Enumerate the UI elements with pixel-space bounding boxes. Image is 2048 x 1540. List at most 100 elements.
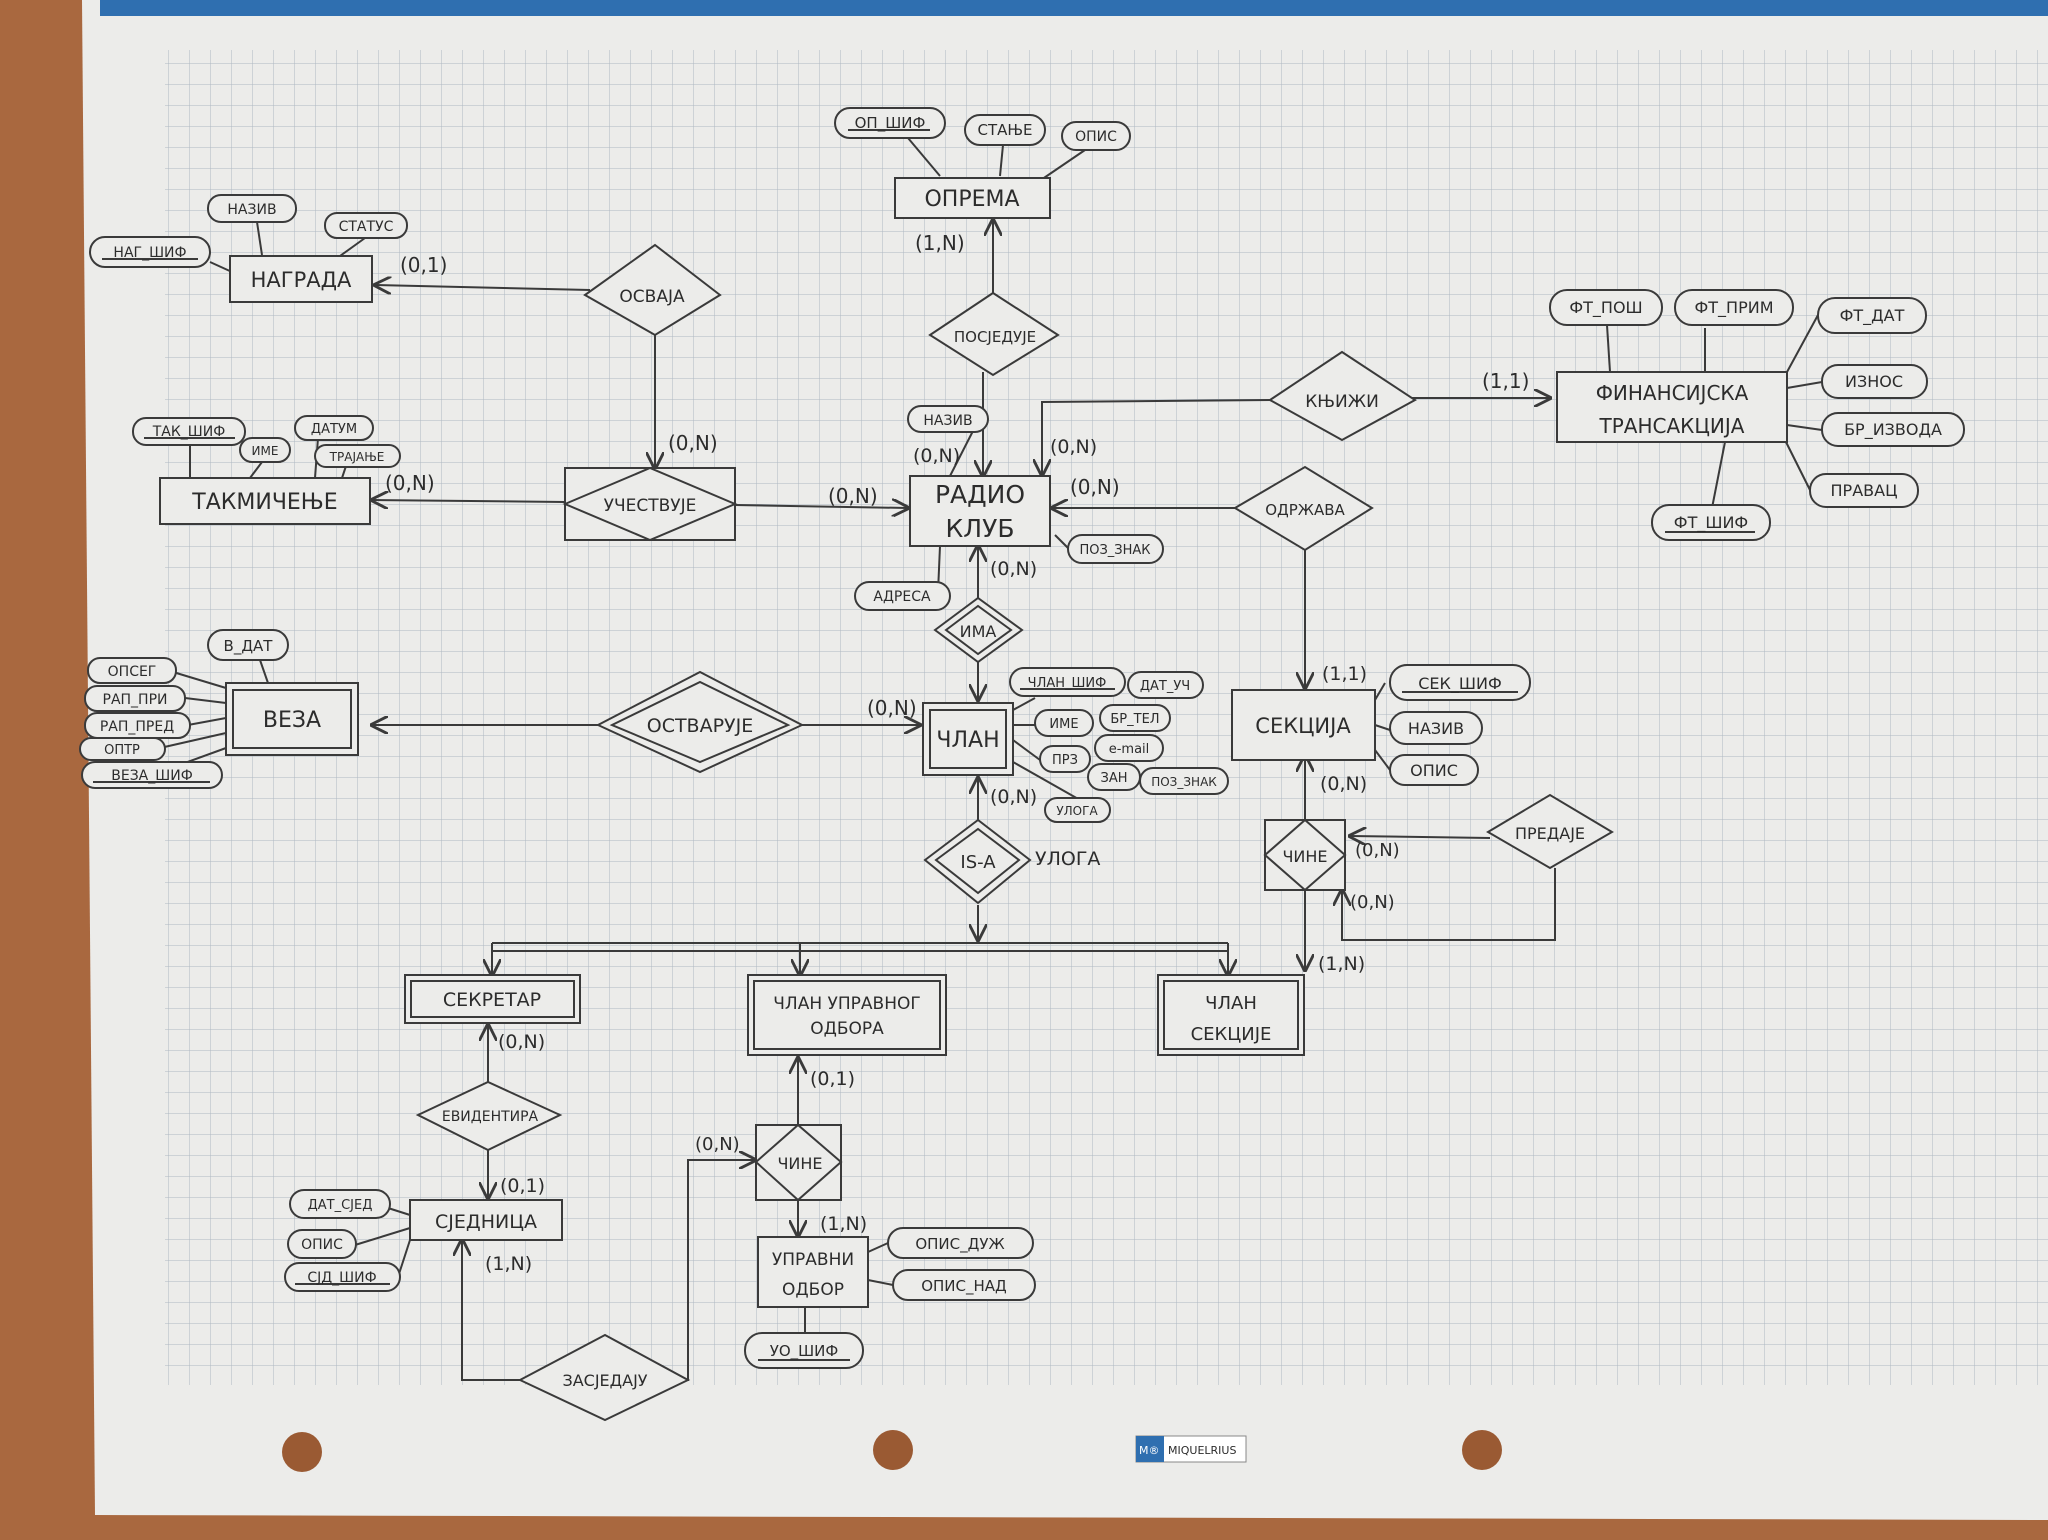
attr-link [339,237,366,257]
attr-link [1374,749,1391,771]
attr-trajanje [314,444,401,468]
attr-veza-sif-label: ВЕЗА_ШИФ [111,768,193,784]
rel-ima-label: ИМА [960,622,997,641]
attr-link [867,1242,889,1253]
entity-oprema [894,177,1051,219]
entity-sednica [409,1199,563,1241]
attr-v-dat [207,629,289,661]
entity-upravni-odbor [757,1236,869,1308]
attr-naziv-sekcija-label: НАЗИВ [1408,719,1464,738]
attr-poz-znak-clan-label: ПОЗ_ЗНАК [1151,775,1217,789]
entity-sekretar-inner [410,980,575,1018]
entity-clan-sekcije [1157,974,1305,1056]
attr-opis-sed [287,1229,357,1259]
attr-datum-label: ДАТУМ [311,422,357,437]
attr-op-sif-label: ОП_ШИФ [855,114,926,133]
edge-osvaja-nagrada [375,285,591,290]
rel-evidentira-label: ЕВИДЕНТИРА [442,1109,539,1125]
attr-link [867,1279,894,1286]
attr-dat-uc-label: ДАТ_УЧ [1140,679,1190,694]
rel-knjizi-label: КЊИЖИ [1305,392,1379,412]
attr-pravac-label: ПРАВАЦ [1831,481,1898,500]
card-clan-ostvaruje: (0,N) [867,696,917,720]
attr-link [172,671,227,689]
entity-clan-sekcije-inner [1163,980,1299,1050]
rel-ucestvuje-box [564,467,736,541]
attr-pravac [1809,473,1919,508]
rel-ima-inner [944,604,1013,656]
attr-email-label: e-mail [1109,742,1150,757]
edge-zased-sednica [462,1240,528,1381]
entity-clan-uo [747,974,947,1056]
card-klub-poseduje: (0,N) [913,445,960,467]
card-oprema-poseduje: (1,N) [915,231,965,255]
entity-sednica-label: СЈЕДНИЦА [435,1211,537,1233]
attr-clan-sif-label: ЧЛАН_ШИФ [1028,676,1107,691]
card-clan-isa: (0,N) [990,786,1037,808]
card-finansijska-knjizi: (1,1) [1482,369,1529,393]
punch-hole [873,1430,913,1470]
attr-sed-sif-label: СЈД_ШИФ [307,1270,376,1286]
card-cine-loop: (0,N) [1350,892,1395,913]
blue-cover-strip [100,0,2048,16]
attr-link [949,426,976,477]
card-klub-knjizi: (0,N) [1050,436,1097,458]
attr-tak-sif-label: ТАК_ШИФ [152,424,226,440]
attr-br-izvoda [1821,412,1965,447]
attr-opis-nad-label: ОПИС_НАД [921,1277,1007,1296]
attr-datum [294,415,374,441]
attr-link [249,461,263,479]
attr-link [209,261,233,273]
edge-ucestvuje-klub [734,505,908,508]
entity-clan-sekcije-label-2: СЕКЦИЈЕ [1191,1024,1272,1045]
attr-link [999,144,1004,177]
attr-op-tr-label: ОПТР [104,743,140,758]
attr-uo-sif-label: УО_ШИФ [770,1342,839,1361]
entity-sekcija [1231,689,1376,761]
attr-prz [1039,745,1091,773]
card-klub-ima: (0,N) [990,558,1037,580]
rel-isa-discriminator: УЛОГА [1035,848,1100,870]
rel-ostvaruje [595,670,805,774]
entity-nagrada [229,255,373,303]
attr-link [187,717,227,726]
entity-takmicenje-label: ТАКМИЧЕЊЕ [191,490,337,515]
rel-cine-uo-box [755,1124,842,1201]
attr-opis-nad [892,1269,1036,1301]
attr-ft-dat-label: ФТ_ДАТ [1840,306,1905,326]
card-takmicenje-ucestvuje: (0,N) [385,471,435,495]
rel-poseduje-label: ПОСЈЕДУЈЕ [954,328,1036,346]
attr-opis-oprema-label: ОПИС [1075,129,1117,145]
attr-adresa [854,581,951,611]
attr-sek-sif-label: СЕК_ШИФ [1418,674,1502,694]
card-sekretar-evid: (0,N) [498,1031,545,1053]
attr-poz-znak-klub [1067,534,1164,564]
attr-email [1094,734,1164,762]
attr-opis-duz [887,1227,1034,1259]
brand-logo-text: MIQUELRIUS [1168,1444,1236,1457]
rel-evidentira [415,1080,563,1152]
attr-br-izvoda-label: БР_ИЗВОДА [1844,420,1942,440]
card-odbor-cine: (1,N) [820,1213,867,1235]
attr-naziv-nagrada-label: НАЗИВ [227,202,276,218]
attr-nag-sif-label: НАГ_ШИФ [113,245,186,261]
edge-predaje-cine [1350,836,1491,838]
rel-odrzava [1233,465,1374,552]
attr-dat-sed [289,1189,391,1219]
edge-knjizi-klub [1042,399,1273,475]
attr-link [256,221,263,256]
rel-ostvaruje-inner [609,680,791,764]
rel-zasedaju [517,1333,691,1422]
entity-radio-klub-label-1: РАДИО [935,480,1025,509]
attr-link [159,732,227,749]
attr-link [1012,697,1036,711]
attr-trajanje-label: ТРАЈАЊЕ [329,450,385,464]
entity-clan [922,702,1014,776]
card-uo-clan: (0,1) [810,1068,855,1090]
card-osvaja-ucestvuje: (0,N) [668,431,718,455]
attr-status-label: СТАТУС [339,219,394,235]
attr-opis-sekcija [1389,754,1479,786]
attr-opseg [87,657,177,684]
rel-zasedaju-label: ЗАСЈЕДАЈУ [562,1371,647,1390]
attr-uloga [1044,797,1111,823]
